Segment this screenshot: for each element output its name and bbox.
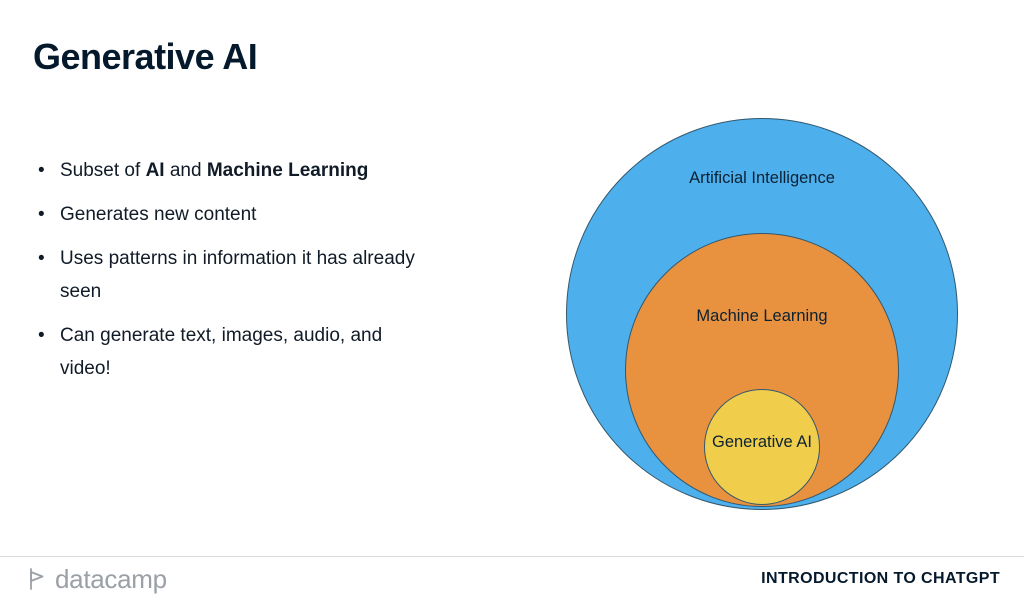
bullet-item: Uses patterns in information it has alre… xyxy=(36,242,506,308)
datacamp-logo-icon xyxy=(24,567,48,591)
bullet-text-line: Uses patterns in information it has alre… xyxy=(60,248,415,269)
page-title: Generative AI xyxy=(33,36,258,77)
bullet-text-line: video! xyxy=(60,358,111,379)
bullet-list: Subset of AI and Machine Learning Genera… xyxy=(36,154,506,396)
course-title: INTRODUCTION TO CHATGPT xyxy=(761,570,1000,587)
bullet-text-line: seen xyxy=(60,281,102,302)
bullet-item: Generates new content xyxy=(36,198,506,231)
footer: datacamp INTRODUCTION TO CHATGPT xyxy=(0,556,1024,601)
datacamp-brand: datacamp xyxy=(24,564,167,595)
bullet-text-bold: AI xyxy=(145,160,165,181)
bullet-item: Can generate text, images, audio, and vi… xyxy=(36,319,506,385)
machine-learning-label: Machine Learning xyxy=(696,307,828,325)
bullet-text: Generates new content xyxy=(60,204,257,225)
bullet-text-segment: and xyxy=(164,160,207,181)
bullet-text-bold: Machine Learning xyxy=(206,160,369,181)
bullet-text-segment: Subset of xyxy=(60,160,146,181)
bullet-text-line: Can generate text, images, audio, and xyxy=(60,325,383,346)
artificial-intelligence-label: Artificial Intelligence xyxy=(689,169,835,187)
generative-ai-label: Generative AI xyxy=(712,433,812,451)
bullet-item: Subset of AI and Machine Learning xyxy=(36,154,506,187)
datacamp-wordmark: datacamp xyxy=(55,563,167,594)
generative-ai-circle xyxy=(704,389,820,505)
nested-circles-diagram: Artificial Intelligence Machine Learning… xyxy=(566,118,958,510)
